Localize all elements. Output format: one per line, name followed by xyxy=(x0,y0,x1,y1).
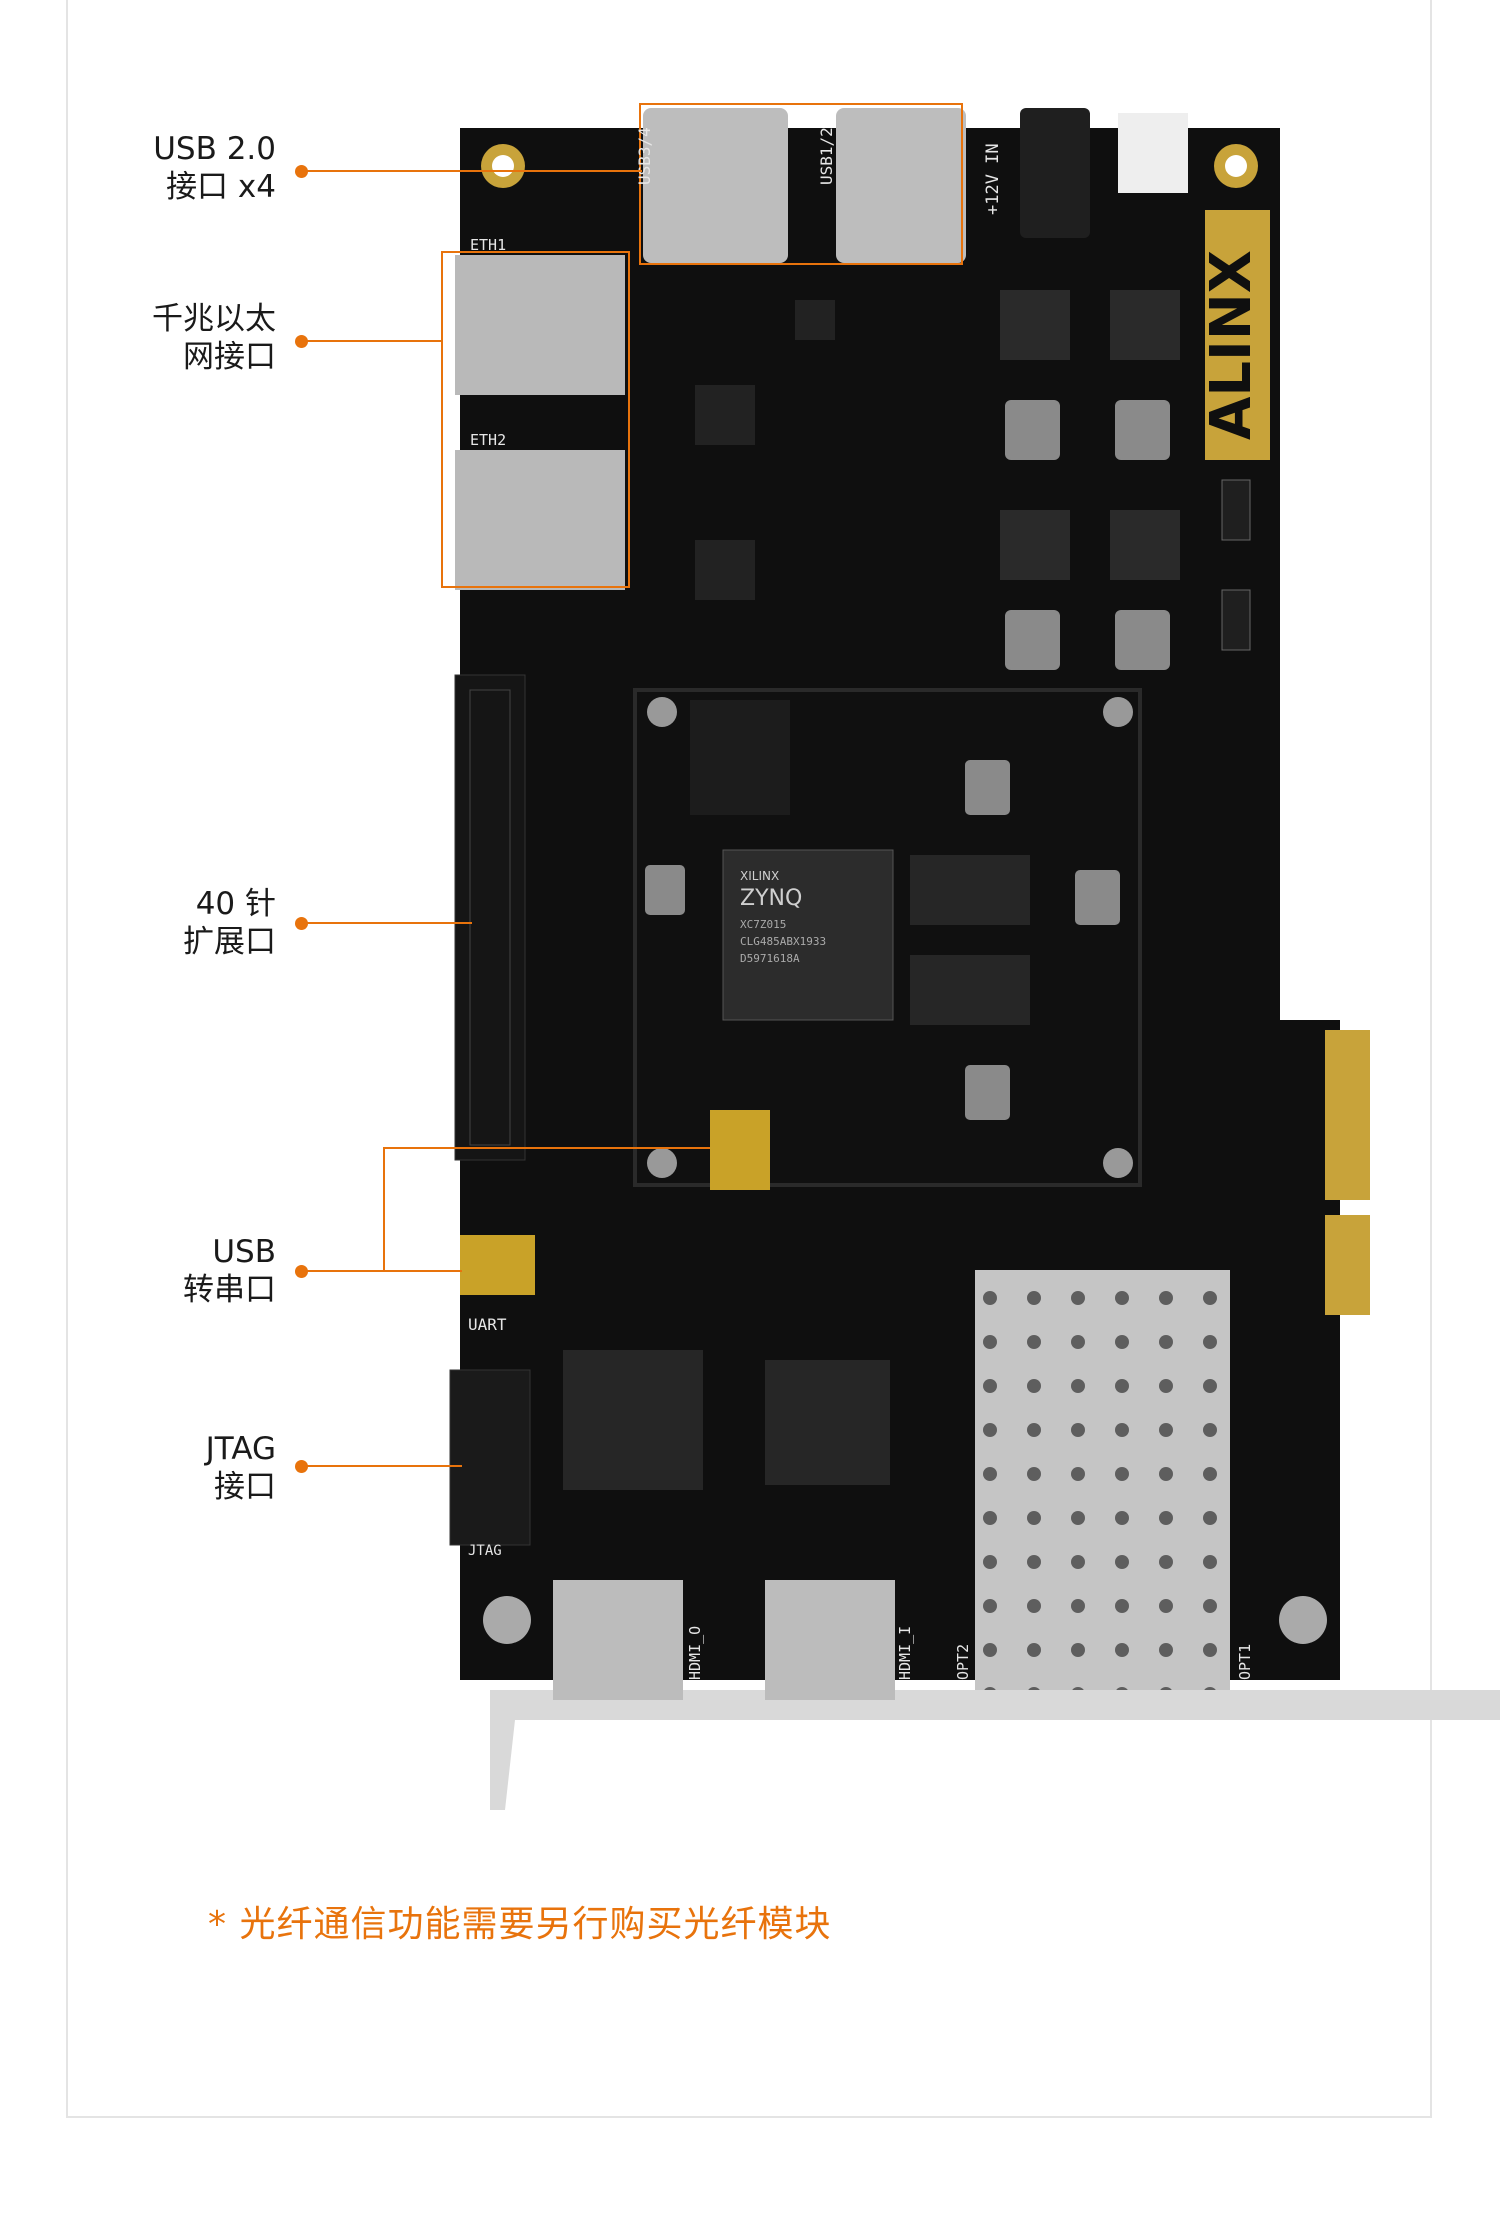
label-usb2-line2: 接口 x4 xyxy=(166,169,276,205)
uart-silk: UART xyxy=(468,1315,507,1334)
callout-line xyxy=(302,340,442,342)
label-usb-uart-line1: USB xyxy=(212,1234,276,1270)
pcie-bracket xyxy=(490,1690,1500,1810)
content-frame xyxy=(66,0,1432,2118)
label-ethernet: 千兆以太 网接口 xyxy=(152,300,276,376)
label-40pin: 40 针 扩展口 xyxy=(183,885,276,961)
callout-line xyxy=(383,1147,710,1149)
power-silk: +12V IN xyxy=(983,143,1003,215)
chip-pkg: CLG485ABX1933 xyxy=(740,935,826,948)
label-jtag: JTAG 接口 xyxy=(206,1430,276,1506)
hdmi0-silk: HDMI_O xyxy=(686,1626,704,1680)
callout-dot xyxy=(295,1460,308,1473)
usb-a-silk: USB3/4 xyxy=(635,127,654,185)
label-jtag-line1: JTAG xyxy=(205,1431,276,1467)
label-usb2-line1: USB 2.0 xyxy=(153,131,276,167)
usb-b-silk: USB1/2 xyxy=(817,127,836,185)
callout-dot xyxy=(295,335,308,348)
callout-line xyxy=(302,170,642,172)
callout-line xyxy=(302,922,472,924)
alinx-logo: ALINX xyxy=(1199,250,1264,440)
callout-line xyxy=(302,1270,462,1272)
label-40pin-line1: 40 针 xyxy=(195,886,276,922)
label-ethernet-line2: 网接口 xyxy=(183,339,276,375)
label-usb-uart-line2: 转串口 xyxy=(183,1272,276,1308)
callout-dot xyxy=(295,917,308,930)
callout-dot xyxy=(295,165,308,178)
label-40pin-line2: 扩展口 xyxy=(183,924,276,960)
hdmi1-silk: HDMI_I xyxy=(896,1626,914,1680)
jtag-silk: JTAG xyxy=(468,1543,502,1559)
eth2-silk: ETH2 xyxy=(470,431,506,449)
opt2-silk: OPT2 xyxy=(954,1644,972,1680)
label-jtag-line2: 接口 xyxy=(214,1469,276,1505)
chip-vendor: XILINX xyxy=(740,869,779,883)
gold-fingers-top xyxy=(1325,1030,1370,1200)
footnote: * 光纤通信功能需要另行购买光纤模块 xyxy=(208,1904,832,1945)
label-usb2: USB 2.0 接口 x4 xyxy=(153,130,276,206)
label-usb-uart: USB 转串口 xyxy=(183,1233,276,1309)
gold-fingers-bottom xyxy=(1325,1215,1370,1315)
chip-lot: D5971618A xyxy=(740,952,800,965)
eth1-silk: ETH1 xyxy=(470,236,506,254)
chip-part: XC7Z015 xyxy=(740,918,786,931)
callout-line-vertical xyxy=(383,1147,385,1270)
opt1-silk: OPT1 xyxy=(1236,1644,1254,1680)
callout-dot xyxy=(295,1265,308,1278)
chip-name: ZYNQ xyxy=(740,886,802,911)
label-ethernet-line1: 千兆以太 xyxy=(152,301,276,337)
callout-line xyxy=(302,1465,462,1467)
